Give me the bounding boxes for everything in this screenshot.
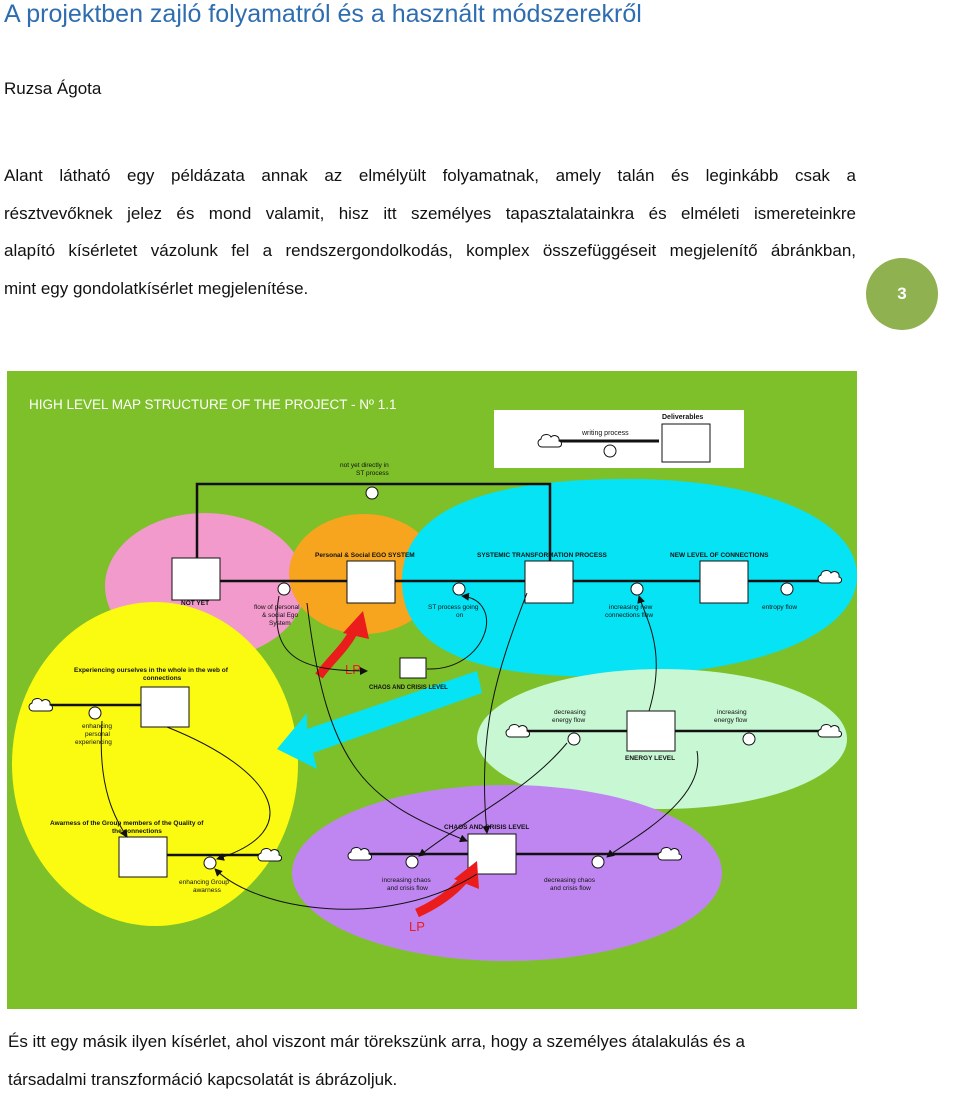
entropy-flow-label: entropy flow xyxy=(762,604,797,611)
decreasing-chaos-label: and crisis flow xyxy=(550,885,591,892)
writing-process-valve xyxy=(604,445,616,457)
decreasing-energy-label: energy flow xyxy=(552,717,586,724)
author-name: Ruzsa Ágota xyxy=(4,79,101,99)
document-title: A projektben zajló folyamatról és a hasz… xyxy=(4,0,642,29)
closing-paragraph: És itt egy másik ilyen kísérlet, ahol vi… xyxy=(8,1023,858,1098)
intro-line: résztvevőknek jelez és mond valamit, his… xyxy=(4,195,856,233)
cyan-region xyxy=(402,479,857,677)
figure-heading: HIGH LEVEL MAP STRUCTURE OF THE PROJECT … xyxy=(29,397,397,412)
new-level-stock xyxy=(700,561,748,603)
systemic-transformation-stock xyxy=(525,561,573,603)
systemic-transformation-label: SYSTEMIC TRANSFORMATION PROCESS xyxy=(477,552,608,559)
not-yet-directly-label: not yet directly in xyxy=(340,462,389,469)
page-number-badge: 3 xyxy=(866,258,938,330)
experiencing-label: connections xyxy=(143,675,182,682)
cloud-icon xyxy=(818,571,842,583)
increasing-new-valve xyxy=(631,583,643,595)
increasing-chaos-label: and crisis flow xyxy=(387,885,428,892)
cloud-icon xyxy=(538,435,562,447)
ego-system-stock xyxy=(347,561,395,603)
intro-line: mint egy gondolatkísérlet megjelenítése. xyxy=(4,270,856,308)
lp-label: LP xyxy=(345,662,361,677)
experiencing-label: Experiencing ourselves in the whole in t… xyxy=(74,667,229,674)
intro-line: Alant látható egy példázata annak az elm… xyxy=(4,157,856,195)
intro-line: alapító kísérletet vázolunk fel a rendsz… xyxy=(4,232,856,270)
chaos-small-stock xyxy=(400,658,426,678)
not-yet-stock xyxy=(172,558,220,600)
st-process-going-label: on xyxy=(456,612,464,619)
closing-line: társadalmi transzformáció kapcsolatát is… xyxy=(8,1061,858,1098)
energy-level-stock xyxy=(627,711,675,751)
flow-ego-label: & social Ego xyxy=(262,612,299,619)
flow-ego-valve xyxy=(278,583,290,595)
cloud-icon xyxy=(506,725,530,737)
enhancing-personal-label: enhancing xyxy=(82,723,112,730)
entropy-valve xyxy=(781,583,793,595)
decreasing-energy-label: decreasing xyxy=(554,709,586,716)
deliverables-label: Deliverables xyxy=(662,414,703,421)
cloud-icon xyxy=(348,848,372,860)
cloud-icon xyxy=(658,848,682,860)
enhancing-group-label: awarness xyxy=(193,887,222,894)
decreasing-chaos-valve xyxy=(592,856,604,868)
increasing-energy-label: energy flow xyxy=(714,717,748,724)
decreasing-energy-valve xyxy=(568,733,580,745)
st-process-valve xyxy=(453,583,465,595)
ego-system-label: Personal & Social EGO SYSTEM xyxy=(315,552,415,559)
enhancing-personal-valve xyxy=(89,707,101,719)
experiencing-stock xyxy=(141,687,189,727)
enhancing-personal-label: experiencing xyxy=(75,739,112,746)
flow-ego-label: System xyxy=(269,620,291,627)
lp-label: LP xyxy=(409,919,425,934)
decreasing-chaos-label: decreasing chaos xyxy=(544,877,596,884)
awareness-stock xyxy=(119,837,167,877)
increasing-energy-label: increasing xyxy=(717,709,747,716)
enhancing-personal-label: personal xyxy=(85,731,110,738)
increasing-new-label: increasing new xyxy=(609,604,653,611)
increasing-energy-valve xyxy=(743,733,755,745)
not-yet-label: NOT YET xyxy=(181,600,209,607)
new-level-label: NEW LEVEL OF CONNECTIONS xyxy=(670,552,769,559)
energy-level-label: ENERGY LEVEL xyxy=(625,755,675,762)
enhancing-group-valve xyxy=(204,857,216,869)
enhancing-group-label: enhancing Group xyxy=(179,879,229,886)
awareness-label: Awarness of the Group members of the Qua… xyxy=(50,820,204,827)
chaos-small-label: CHAOS AND CRISIS LEVEL xyxy=(369,685,448,691)
st-process-going-label: ST process going xyxy=(428,604,479,611)
increasing-chaos-label: increasing chaos xyxy=(382,877,432,884)
cloud-icon xyxy=(29,699,53,711)
increasing-chaos-valve xyxy=(406,856,418,868)
deliverables-stock xyxy=(662,424,710,462)
system-map-figure: HIGH LEVEL MAP STRUCTURE OF THE PROJECT … xyxy=(7,371,857,1009)
awareness-label: the connections xyxy=(112,828,162,835)
intro-paragraph: Alant látható egy példázata annak az elm… xyxy=(4,157,856,307)
cloud-icon xyxy=(258,849,282,861)
closing-line: És itt egy másik ilyen kísérlet, ahol vi… xyxy=(8,1023,858,1061)
writing-process-label: writing process xyxy=(581,430,629,437)
not-yet-valve xyxy=(366,487,378,499)
cloud-icon xyxy=(818,725,842,737)
st-process-label: ST process xyxy=(356,470,390,477)
